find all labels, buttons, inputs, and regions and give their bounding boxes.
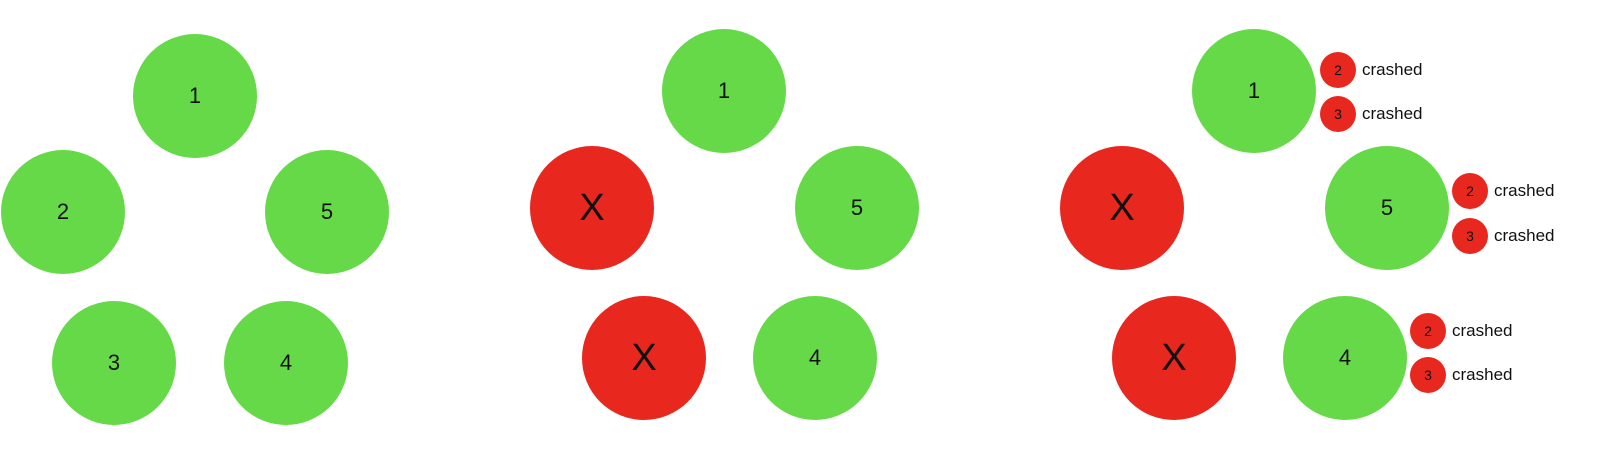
crash-mark: X (579, 186, 605, 229)
crash-mark: X (1161, 336, 1187, 379)
node-label: 3 (107, 350, 121, 375)
crash-notice-text: crashed (1494, 226, 1555, 245)
crashed-node-badge: 2 (1452, 173, 1488, 209)
crash-notice: 2 crashed (1410, 312, 1512, 350)
node-label: 2 (56, 199, 70, 224)
crash-mark: X (1109, 186, 1135, 229)
node-4: 4 (1283, 296, 1407, 420)
crash-notice-text: crashed (1362, 104, 1423, 123)
node-1: 1 (1192, 29, 1316, 153)
node-2-crashed: X (1060, 146, 1184, 270)
node-3: 3 (52, 301, 176, 425)
node-label: 4 (279, 350, 293, 375)
node-2-crashed: X (530, 146, 654, 270)
node-5: 5 (795, 146, 919, 270)
node-4: 4 (224, 301, 348, 425)
crashed-node-badge: 3 (1410, 357, 1446, 393)
node-3-crashed: X (582, 296, 706, 420)
node-3-crashed: X (1112, 296, 1236, 420)
node-1: 1 (133, 34, 257, 158)
node-label: 5 (850, 195, 864, 220)
node-label: 4 (1338, 345, 1352, 370)
node-4: 4 (753, 296, 877, 420)
node-label: 1 (188, 83, 202, 108)
crashed-node-badge: 2 (1320, 52, 1356, 88)
node-5: 5 (1325, 146, 1449, 270)
crashed-node-badge: 3 (1452, 218, 1488, 254)
node-label: 4 (808, 345, 822, 370)
crash-notice: 3 crashed (1410, 356, 1512, 394)
node-1: 1 (662, 29, 786, 153)
node-label: 5 (1380, 195, 1394, 220)
node-2: 2 (1, 150, 125, 274)
crash-mark: X (631, 336, 657, 379)
crash-notice-text: crashed (1452, 321, 1513, 340)
crash-notice: 3 crashed (1452, 217, 1554, 255)
crash-notice: 3 crashed (1320, 95, 1422, 133)
node-5: 5 (265, 150, 389, 274)
crash-notice-text: crashed (1452, 365, 1513, 384)
crashed-node-badge: 2 (1410, 313, 1446, 349)
node-label: 1 (717, 78, 731, 103)
crash-notice-text: crashed (1494, 181, 1555, 200)
crash-notice: 2 crashed (1320, 51, 1422, 89)
node-label: 5 (320, 199, 334, 224)
crash-notice: 2 crashed (1452, 172, 1554, 210)
node-label: 1 (1247, 78, 1261, 103)
crashed-node-badge: 3 (1320, 96, 1356, 132)
crash-notice-text: crashed (1362, 60, 1423, 79)
